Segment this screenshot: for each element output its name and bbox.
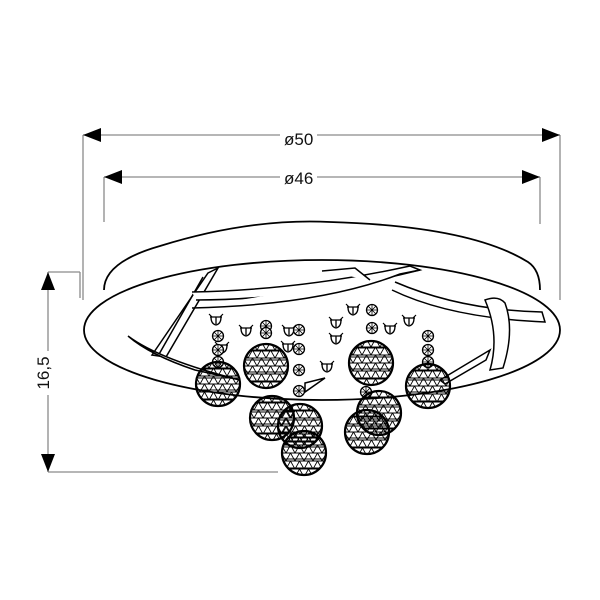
arrowheads-outer (83, 128, 560, 142)
outer-diameter-label: ø50 (280, 131, 318, 149)
arrowheads-height (41, 272, 55, 472)
inner-diameter-label: ø46 (280, 170, 318, 188)
height-label: 16,5 (34, 351, 53, 395)
arrowheads-inner (104, 170, 540, 184)
light-ribbons (127, 265, 547, 394)
dimension-inner-diameter (103, 176, 541, 224)
dimension-outer-diameter (82, 134, 561, 300)
